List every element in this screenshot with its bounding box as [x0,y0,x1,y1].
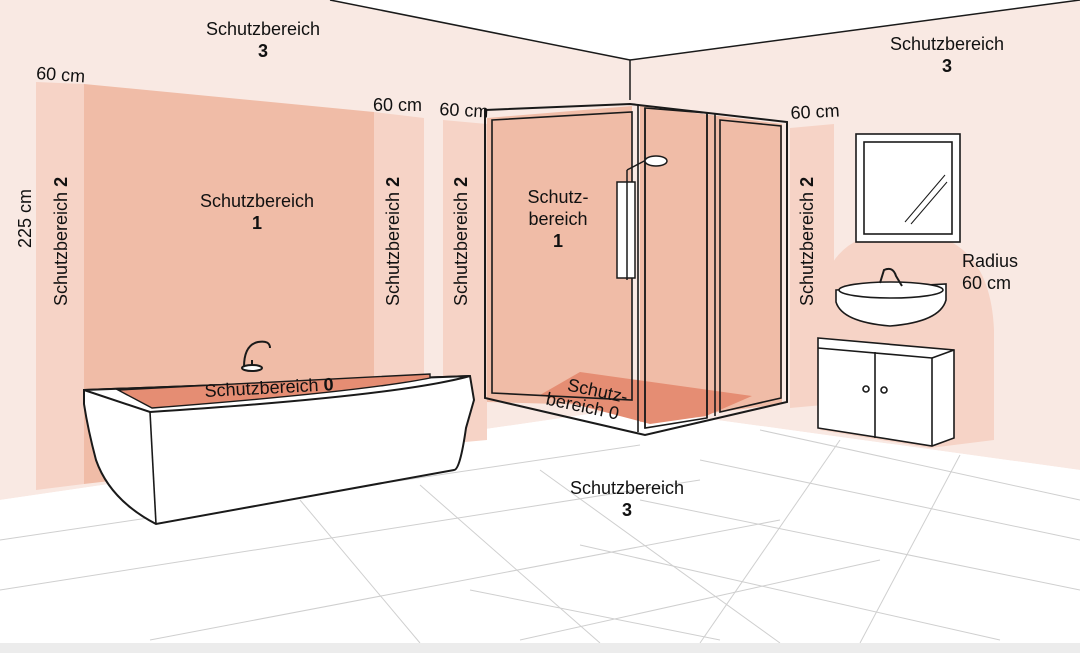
label-dim-60-a: 60 cm [35,62,86,87]
shower-floor-zone0 [540,372,752,424]
bathtub [83,340,476,526]
ceiling-line-right [629,0,1080,61]
label-zone0-tub-num: 0 [322,374,335,395]
mirror [855,133,961,243]
zone2-strip-shower-left [443,120,487,444]
label-radius-line2: 60 cm [962,273,1012,293]
label-dim-225: 225 cm [15,188,35,248]
label-zone3-right: Schutzbereich 3 [872,33,1022,77]
label-zone2-a-text: Schutzbereich [51,191,71,306]
label-zone2-a-num: 2 [51,176,71,187]
label-zone3-right-text: Schutzbereich [889,34,1005,54]
label-zone2-c: Schutzbereich 2 [450,177,472,306]
shower-head [616,155,668,280]
label-zone1-shower-num: 1 [552,231,563,251]
label-radius-line1: Radius [962,251,1019,271]
zone2-strip-left [36,82,84,490]
label-dim-60-b: 60 cm [373,95,423,115]
label-zone1-wall-num: 1 [251,213,262,233]
label-zone3-floor-text: Schutzbereich [569,478,685,498]
label-zone2-b: Schutzbereich 2 [382,177,404,306]
ceiling-line-left [329,0,631,61]
label-radius: Radius 60 cm [962,250,1018,294]
vanity-cabinet [817,337,955,447]
shower-frame [484,102,788,437]
label-zone1-wall-text: Schutzbereich [199,191,315,211]
label-zone2-c-num: 2 [451,176,471,187]
label-zone2-d-text: Schutzbereich [797,191,817,306]
label-zone3-left-num: 3 [257,41,268,61]
washbasin [835,267,947,327]
bottom-divider [0,643,1080,653]
shower-back-zone [487,106,632,406]
label-zone2-b-text: Schutzbereich [383,191,403,306]
label-dim-60-d: 60 cm [790,100,841,123]
label-zone3-right-num: 3 [941,56,952,76]
label-zone2-d: Schutzbereich 2 [796,177,818,306]
label-zone1-shower: Schutz- bereich 1 [508,186,608,252]
label-zone1-wall: Schutzbereich 1 [182,190,332,234]
shower-right-zone [640,106,782,422]
label-zone3-floor: Schutzbereich 3 [552,477,702,521]
label-zone2-b-num: 2 [383,176,403,187]
label-zone2-c-text: Schutzbereich [451,191,471,306]
label-zone1-shower-line1: Schutz- [527,187,589,207]
label-zone2-d-num: 2 [797,176,817,187]
label-dim-60-c: 60 cm [438,98,489,122]
label-zone3-left: Schutzbereich 3 [188,18,338,62]
zone2-strip-middle [374,112,424,450]
label-zone3-left-text: Schutzbereich [205,19,321,39]
label-zone2-a: Schutzbereich 2 [50,177,72,306]
label-zone3-floor-num: 3 [621,500,632,520]
label-zone1-shower-line2: bereich [528,209,588,229]
